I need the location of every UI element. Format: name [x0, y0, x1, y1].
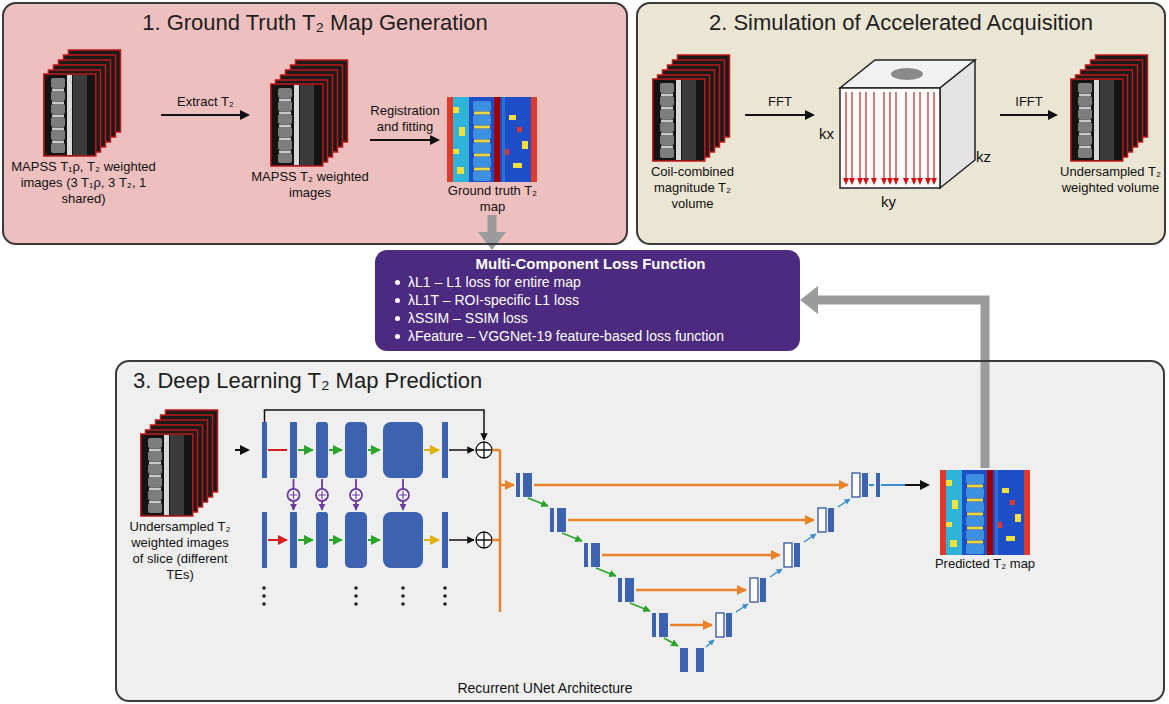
loss-box: Multi-Component Loss FunctionλL1 – L1 lo… — [375, 250, 800, 351]
bullet-item: λSSIM – SSIM loss — [395, 309, 786, 327]
text-holder: kz — [976, 148, 991, 165]
recurrent-arrows — [265, 410, 485, 540]
connector — [161, 110, 250, 120]
connector-line — [161, 114, 242, 116]
bullet-dot — [395, 316, 400, 321]
text-holder: kx — [819, 125, 834, 142]
unet-skip-arrows — [534, 485, 848, 625]
recurrent-links — [288, 479, 410, 510]
connector — [800, 286, 985, 468]
connector — [1000, 110, 1058, 120]
edge-label: IFFT — [1001, 94, 1057, 110]
connector-line — [1000, 114, 1050, 116]
bullet-item: λFeature – VGGNet-19 feature-based loss … — [395, 327, 786, 345]
arrowhead — [478, 232, 506, 250]
sum-nodes — [476, 442, 492, 548]
arrowhead — [240, 110, 250, 120]
bullet-item: λL1T – ROI-specific L1 loss — [395, 291, 786, 309]
t2-map: Ground truth T₂ map — [440, 95, 545, 215]
axis-label: ky — [881, 193, 896, 210]
image-stack: Coil-combined magnitude T₂ volume — [640, 50, 745, 212]
panel-title: 3. Deep Learning T₂ Map Prediction — [133, 367, 1147, 395]
unet-pool-arrows — [528, 498, 678, 646]
connector — [905, 480, 930, 490]
caption: Ground truth T₂ map — [440, 183, 545, 215]
edge-label-holder: IFFT — [1001, 94, 1057, 110]
text-holder: Recurrent UNet Architecture — [395, 680, 695, 697]
network: Recurrent UNet Architecture — [250, 400, 905, 702]
connector-line — [745, 114, 807, 116]
bullet-dot — [395, 280, 400, 285]
arrowhead — [430, 135, 440, 145]
panel: 1. Ground Truth T₂ Map GenerationMAPSS T… — [2, 2, 628, 245]
caption: MAPSS T₁ρ, T₂ weighted images (3 T₁ρ, 3 … — [6, 159, 161, 207]
image-stack: Undersampled T₂ weighted volume — [1058, 50, 1163, 196]
caption: Undersampled T₂ weighted images of slice… — [125, 519, 235, 583]
edge-label-holder: Registration and fitting — [366, 103, 444, 135]
connector — [235, 445, 250, 455]
bullet-item: λL1 – L1 loss for entire map — [395, 273, 786, 291]
axis-label: kx — [819, 125, 834, 142]
image-stacks — [44, 50, 1148, 516]
continuation-dots — [262, 586, 447, 606]
edge-label-holder: FFT — [750, 94, 810, 110]
loss-text: λFeature – VGGNet-19 feature-based loss … — [408, 327, 724, 345]
arrowhead — [240, 445, 250, 455]
connector-line — [370, 139, 432, 141]
edge-label-holder: Extract T₂ — [166, 94, 246, 110]
bullet-dot — [395, 298, 400, 303]
panel-title: 2. Simulation of Accelerated Acquisition — [654, 9, 1148, 37]
connector-line — [814, 300, 985, 468]
caption: Predicted T₂ map — [930, 556, 1040, 572]
text-holder: ky — [881, 193, 896, 210]
image-stack: Undersampled T₂ weighted images of slice… — [125, 405, 235, 583]
arrowhead — [920, 480, 930, 490]
image-stack: MAPSS T₁ρ, T₂ weighted images (3 T₁ρ, 3 … — [6, 45, 161, 207]
t2-map: Predicted T₂ map — [930, 468, 1040, 572]
caption: Undersampled T₂ weighted volume — [1058, 164, 1163, 196]
panel: 3. Deep Learning T₂ Map PredictionUnders… — [115, 360, 1165, 702]
loss-text: λL1 – L1 loss for entire map — [408, 273, 581, 291]
connector — [745, 110, 815, 120]
arrowhead — [1048, 110, 1058, 120]
recurrent-blocks — [262, 422, 448, 568]
edge-label: Registration and fitting — [366, 103, 444, 135]
panel-title: 1. Ground Truth T₂ Map Generation — [20, 9, 610, 37]
loss-text: λSSIM – SSIM loss — [408, 309, 528, 327]
edge-label: Extract T₂ — [166, 94, 246, 110]
caption: Coil-combined magnitude T₂ volume — [640, 164, 745, 212]
loss-text: Multi-Component Loss Function — [395, 255, 786, 273]
arrowhead — [800, 286, 818, 314]
panel: 2. Simulation of Accelerated Acquisition… — [636, 2, 1166, 245]
edge-label: FFT — [750, 94, 810, 110]
image-stack: MAPSS T₂ weighted images — [250, 55, 370, 201]
unet-upsample-arrows — [706, 485, 905, 647]
caption: MAPSS T₂ weighted images — [250, 169, 370, 201]
axis-label: kz — [976, 148, 991, 165]
k-space-cube — [840, 60, 975, 188]
connector-line — [905, 484, 922, 486]
loss-text: λL1T – ROI-specific L1 loss — [408, 291, 579, 309]
arrowhead — [805, 110, 815, 120]
k-space-cube: kx ky kz — [815, 45, 1000, 220]
bullet-dot — [395, 334, 400, 339]
unet-input-bus — [492, 450, 514, 612]
unet-blocks — [516, 473, 880, 672]
network-label: Recurrent UNet Architecture — [395, 680, 695, 697]
connector — [370, 135, 440, 145]
